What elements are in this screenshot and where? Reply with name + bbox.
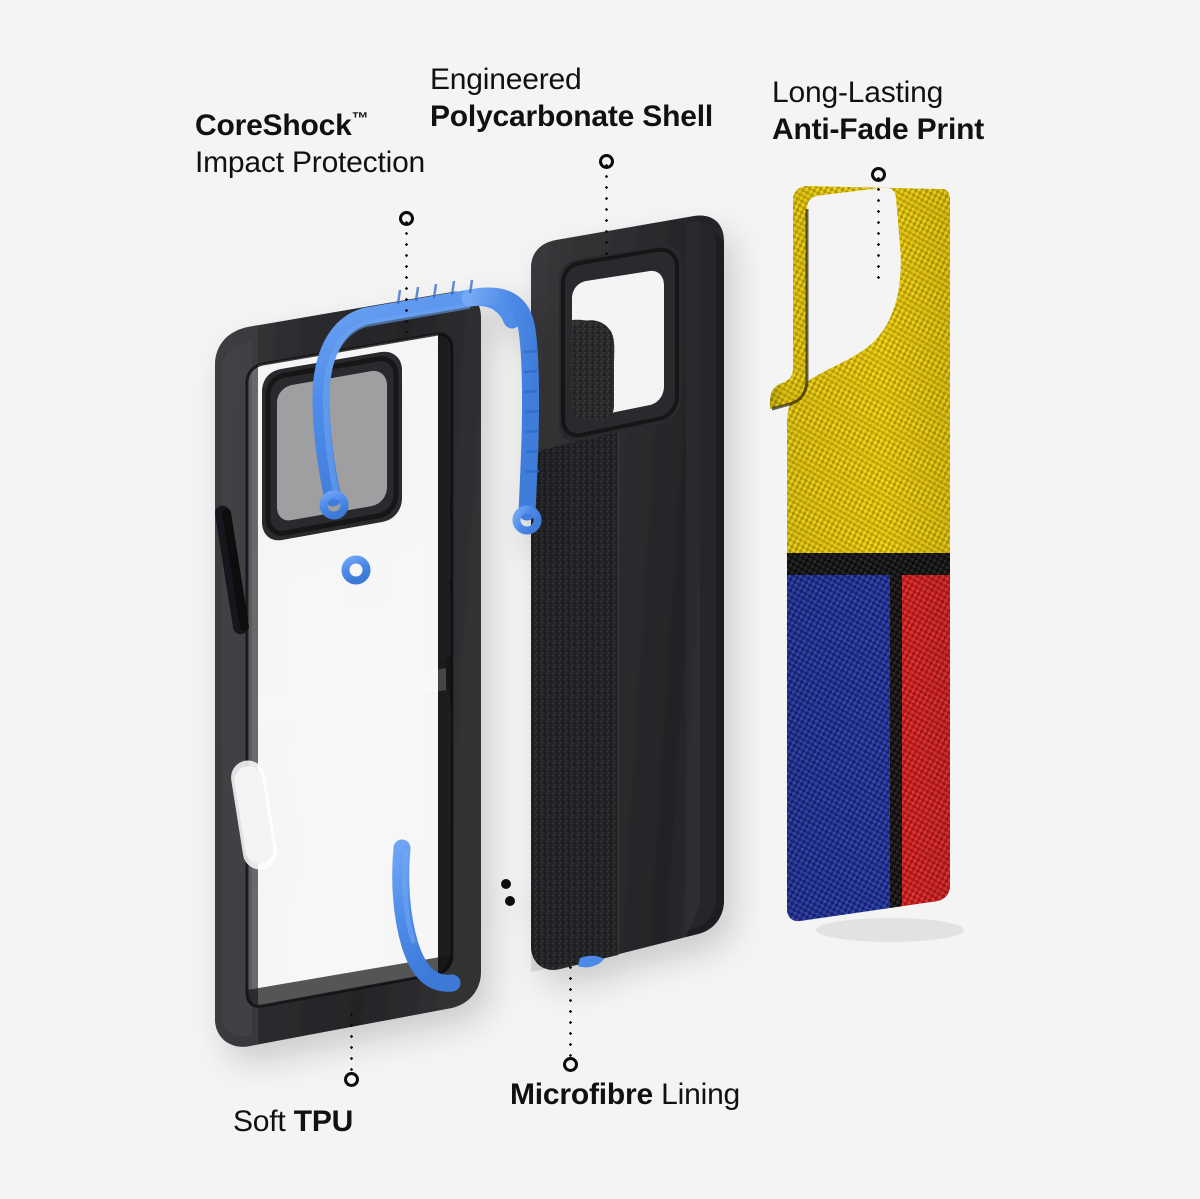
leader-dots-microfibre [569,962,572,1066]
camera-plateau-ring [561,247,679,438]
coreshock-rail-top-right [461,287,540,521]
leader-marker-microfibre [563,1057,578,1072]
coreshock-ring-right [512,505,542,535]
callout-polycarbonate-line2: Polycarbonate Shell [430,99,713,133]
leader-line-coreshock [399,211,414,333]
coreshock-rail-bottom [392,839,461,992]
callout-polycarbonate: Engineered Polycarbonate Shell [430,62,713,135]
coreshock-rail-ribs [396,279,540,474]
leader-line-microfibre [563,962,578,1072]
callout-antifade-line2: Anti-Fade Print [772,112,984,146]
callout-coreshock: CoreShock™ Impact Protection [195,108,425,181]
callout-coreshock-line1: CoreShock™ [195,109,369,142]
trademark-symbol: ™ [351,109,369,128]
leader-marker-soft-tpu [344,1072,359,1087]
coreshock-ring-lower [341,555,371,585]
callout-polycarbonate-line1: Engineered [430,63,582,96]
callout-antifade: Long-Lasting Anti-Fade Print [772,75,984,148]
callout-microfibre-line1: Microfibre Lining [510,1078,741,1111]
callout-coreshock-line2: Impact Protection [195,145,426,179]
leader-line-polycarbonate [599,154,614,260]
leader-dots-polycarbonate [605,160,608,260]
callout-soft-tpu-line1: Soft TPU [233,1105,354,1138]
leader-dots-antifade [877,173,880,283]
tpu-bumper-layer [214,279,542,1047]
tpu-left-cutouts [214,505,277,870]
camera-window-microfibre-2 [572,320,615,421]
leader-line-soft-tpu [344,1009,359,1087]
leader-dots-soft-tpu [350,1009,353,1081]
callout-soft-tpu: Soft TPU [233,1104,353,1141]
leader-dots-coreshock [405,217,408,333]
alignment-nub-bottom [578,955,604,968]
callout-microfibre: Microfibre Lining [510,1077,740,1114]
print-film-layer [770,186,964,942]
polycarbonate-shell-layer [531,215,724,972]
tpu-speaker-holes [501,879,515,906]
coreshock-ring-upper [319,490,349,520]
callout-antifade-line1: Long-Lasting [772,76,944,109]
leader-line-antifade [871,167,886,283]
